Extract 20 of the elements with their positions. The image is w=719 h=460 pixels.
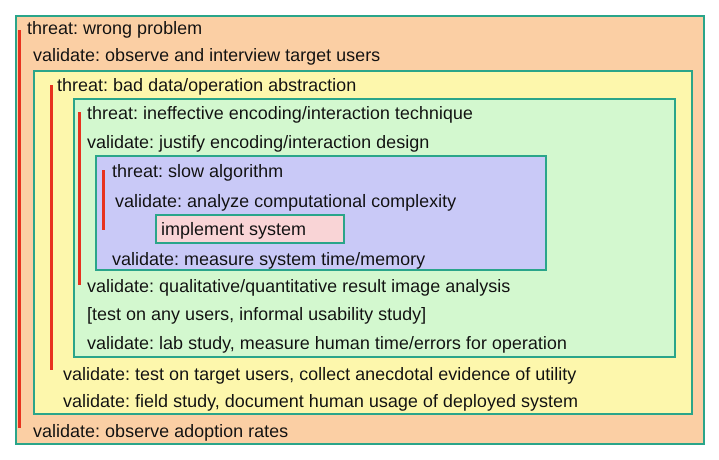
nested-box	[73, 98, 676, 358]
step-text: validate: observe adoption rates	[33, 420, 288, 442]
step-text: validate: justify encoding/interaction design	[87, 131, 430, 153]
step-text: threat: ineffective encoding/interaction technique	[87, 102, 473, 124]
step-text: threat: wrong problem	[27, 17, 202, 39]
step-text: validate: analyze computational complexity	[115, 190, 456, 212]
step-text: threat: bad data/operation abstraction	[57, 74, 356, 96]
nested-box	[15, 15, 705, 445]
step-text: implement system	[161, 218, 306, 240]
step-text: validate: observe and interview target users	[33, 44, 380, 66]
nested-box	[155, 214, 345, 244]
step-text: validate: field study, document human usage of deployed system	[63, 390, 578, 412]
nested-box	[33, 70, 693, 415]
step-text: [test on any users, informal usability study]	[87, 303, 426, 325]
step-text: validate: lab study, measure human time/errors for operation	[87, 332, 567, 354]
step-text: validate: test on target users, collect anecdotal evidence of utility	[63, 363, 576, 385]
step-text: validate: qualitative/quantitative result image analysis	[87, 275, 510, 297]
step-text: validate: measure system time/memory	[112, 248, 426, 270]
step-text: threat: slow algorithm	[112, 160, 284, 182]
nested-box	[95, 155, 547, 271]
